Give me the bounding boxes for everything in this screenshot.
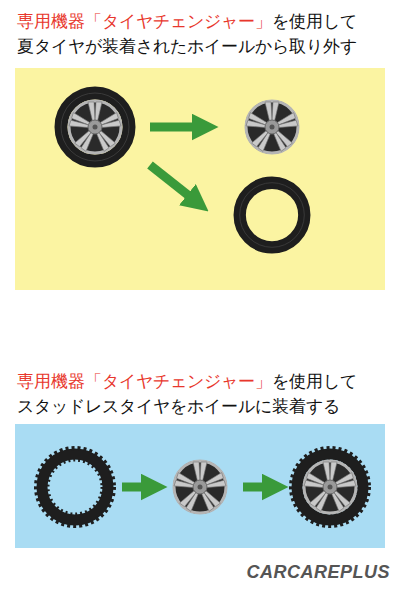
highlight-text: 専用機器「タイヤチェンジャー」 <box>17 371 272 391</box>
wheel <box>173 460 227 514</box>
heading-text: を使用して <box>272 11 357 31</box>
studless-tire <box>36 448 114 526</box>
logo-text: CARCAREPLUS <box>246 562 390 583</box>
heading-line: スタッドレスタイヤをホイールに装着する <box>17 395 340 417</box>
heading-line: 夏タイヤが装着されたホイールから取り外す <box>17 35 357 57</box>
blue-panel <box>15 424 385 548</box>
wheel-with-tire <box>61 93 129 161</box>
arrow <box>122 483 154 492</box>
heading-text: 夏タイヤが装着されたホイールから取り外す <box>17 36 357 56</box>
heading-text: を使用して <box>272 371 357 391</box>
summer-tire <box>240 183 305 248</box>
yellow-panel <box>15 68 385 290</box>
heading-line: 専用機器「タイヤチェンジャー」を使用して <box>17 370 357 392</box>
heading-line: 専用機器「タイヤチェンジャー」を使用して <box>17 10 357 32</box>
wheel-with-studless-tire <box>291 448 369 526</box>
wheel <box>245 100 299 154</box>
heading-text: スタッドレスタイヤをホイールに装着する <box>17 396 340 416</box>
arrow <box>150 165 198 203</box>
highlight-text: 専用機器「タイヤチェンジャー」 <box>17 11 272 31</box>
arrow <box>243 483 275 492</box>
arrow <box>150 123 205 132</box>
